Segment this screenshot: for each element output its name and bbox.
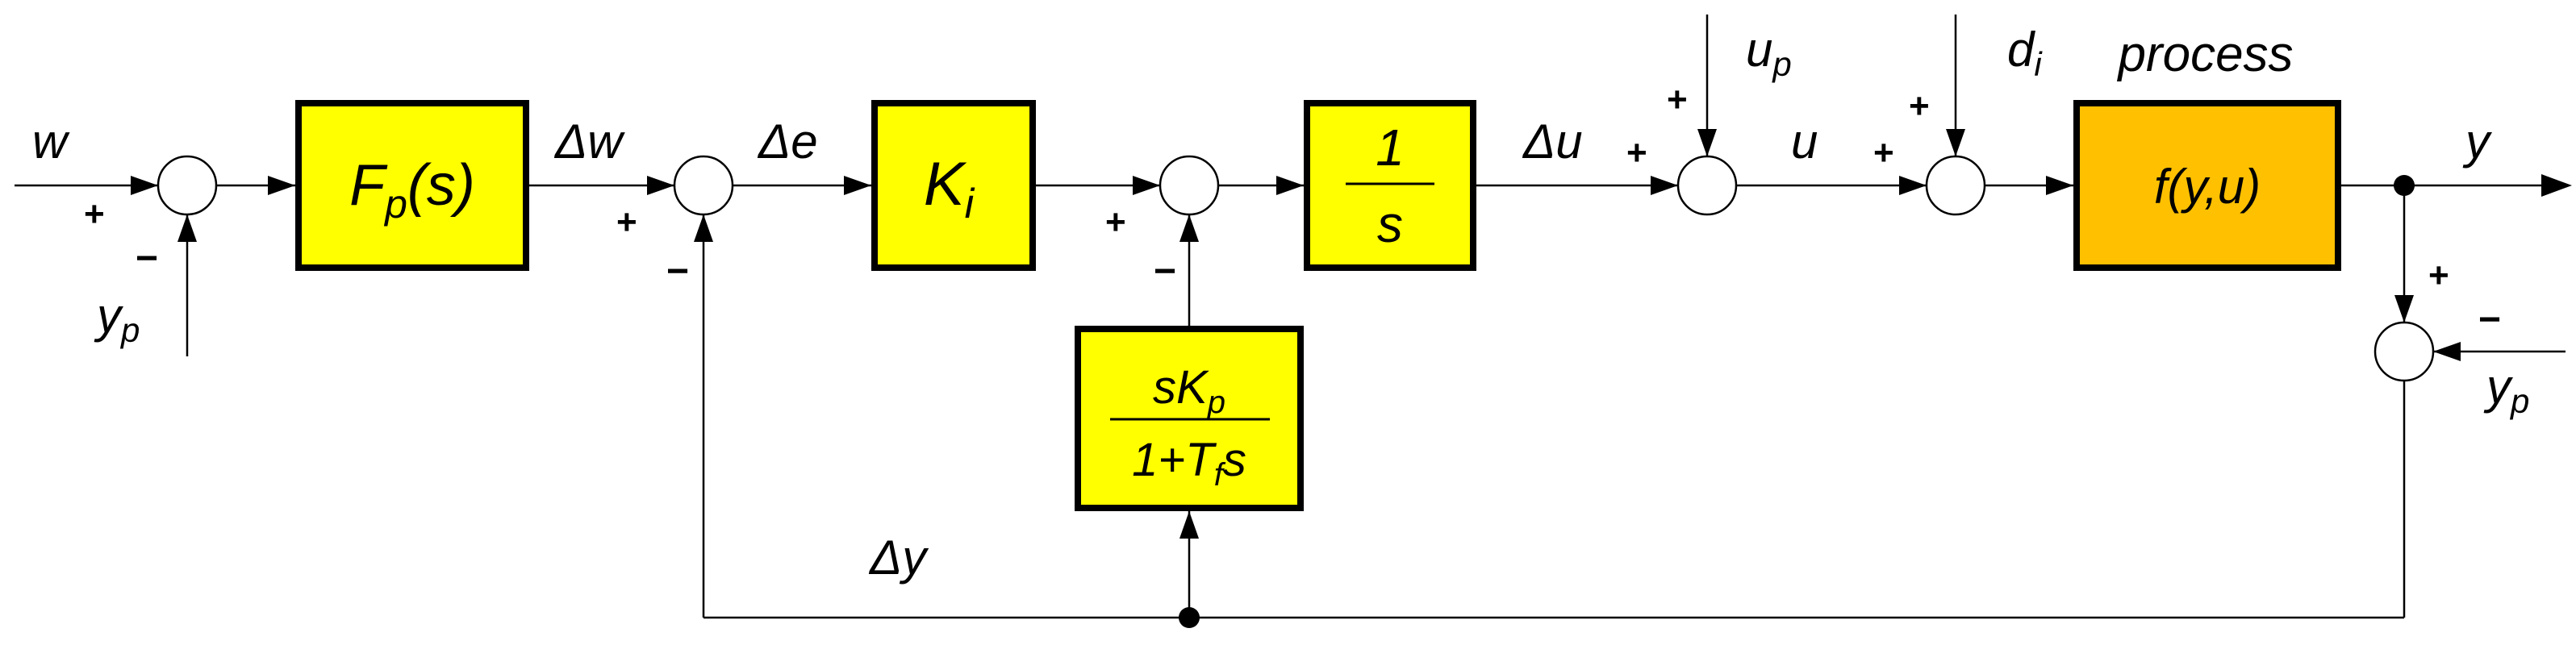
arrow-into-s2-bottom bbox=[694, 214, 713, 242]
derivative-num-sub: p bbox=[1207, 385, 1225, 420]
integral-gain-box bbox=[871, 100, 1036, 271]
arrow-into-s2-left bbox=[647, 176, 674, 195]
signal-label-u: u bbox=[1791, 114, 1818, 169]
svg-text:1+Tfs: 1+Tfs bbox=[1132, 434, 1246, 493]
arrow-into-s3-bottom bbox=[1179, 214, 1199, 242]
arrow-into-s4-top bbox=[1697, 129, 1717, 156]
process-box bbox=[2073, 100, 2341, 271]
arrow-into-s6-right bbox=[2433, 342, 2461, 361]
arrow-into-process bbox=[2046, 176, 2073, 195]
signal-label-up: up bbox=[1746, 23, 1792, 83]
summing-junction-setpoint bbox=[157, 155, 218, 216]
prefilter-sub: p bbox=[383, 181, 407, 227]
sign-s5-plus-left: + bbox=[1873, 133, 1894, 173]
arrow-into-s3-left bbox=[1133, 176, 1160, 195]
sign-s2-minus: − bbox=[666, 250, 689, 293]
prefilter-block: Fp(s) bbox=[295, 100, 529, 271]
sign-s3-plus: + bbox=[1105, 202, 1126, 242]
junction-dot-output bbox=[2394, 175, 2415, 196]
integral-gain-block: Ki bbox=[871, 100, 1036, 271]
arrow-into-s5-left bbox=[1899, 176, 1927, 195]
svg-text:sKp: sKp bbox=[1153, 361, 1225, 420]
prefilter-tail: (s) bbox=[407, 153, 475, 218]
integral-gain-sub: i bbox=[965, 181, 975, 227]
signal-label-delta-y: Δy bbox=[868, 531, 929, 585]
sign-s4-plus-left: + bbox=[1626, 133, 1647, 173]
arrow-into-ki bbox=[844, 176, 871, 195]
process-title: process bbox=[2116, 27, 2293, 82]
derivative-den-main: 1+T bbox=[1132, 434, 1217, 486]
yp-right-sub: p bbox=[2509, 382, 2529, 420]
arrow-into-s1-left bbox=[131, 176, 158, 195]
sign-s4-plus-top: + bbox=[1667, 80, 1688, 119]
integrator-block: 1 s bbox=[1304, 100, 1476, 271]
arrow-into-s1-bottom bbox=[177, 214, 197, 242]
sign-s1-plus: + bbox=[84, 194, 105, 234]
yp-right-main: y bbox=[2483, 360, 2514, 414]
summing-junction-output-offset bbox=[2374, 321, 2435, 382]
arrowheads bbox=[131, 129, 2572, 539]
di-sub: i bbox=[2034, 45, 2043, 83]
svg-text:Ki: Ki bbox=[924, 150, 975, 227]
sign-s6-plus: + bbox=[2428, 256, 2449, 295]
arrow-into-prefilter bbox=[268, 176, 295, 195]
arrow-into-integrator bbox=[1276, 176, 1304, 195]
signal-label-delta-w: Δw bbox=[553, 114, 625, 169]
signal-label-y: y bbox=[2462, 114, 2493, 169]
prefilter-main: F bbox=[349, 153, 388, 218]
sign-markers: + − + − + − + + + + + − bbox=[84, 80, 2501, 341]
sign-s6-minus: − bbox=[2478, 298, 2501, 341]
sign-s2-plus: + bbox=[616, 202, 637, 242]
signal-label-yp-right: yp bbox=[2483, 360, 2529, 420]
sign-s5-plus-top: + bbox=[1909, 86, 1930, 126]
arrow-into-s4-left bbox=[1651, 176, 1678, 195]
integrator-box bbox=[1304, 100, 1476, 271]
yp-left-sub: p bbox=[119, 311, 140, 349]
di-main: d bbox=[2007, 23, 2035, 77]
yp-left-main: y bbox=[94, 289, 124, 343]
signal-label-di: di bbox=[2007, 23, 2043, 83]
signal-label-yp-left: yp bbox=[94, 289, 140, 349]
integrator-numerator: 1 bbox=[1376, 119, 1405, 177]
summing-junction-control-offset bbox=[1676, 155, 1738, 216]
sign-s3-minus: − bbox=[1154, 250, 1176, 293]
summing-junction-error bbox=[673, 155, 734, 216]
derivative-den-tail: s bbox=[1223, 434, 1246, 486]
integrator-denominator: s bbox=[1377, 195, 1403, 253]
svg-text:Fp(s): Fp(s) bbox=[349, 153, 475, 227]
up-sub: p bbox=[1771, 45, 1791, 83]
derivative-block: sKp 1+Tfs bbox=[1075, 326, 1304, 511]
summing-junction-disturbance bbox=[1925, 155, 1986, 216]
derivative-num-main: sK bbox=[1153, 361, 1209, 414]
signal-label-w: w bbox=[32, 114, 70, 169]
prefilter-box bbox=[295, 100, 529, 271]
arrow-into-s6-top bbox=[2394, 295, 2414, 322]
arrow-into-s5-top bbox=[1946, 129, 1965, 156]
arrow-output-y bbox=[2541, 174, 2572, 197]
sign-s1-minus: − bbox=[136, 237, 158, 280]
integral-gain-main: K bbox=[924, 150, 967, 218]
junction-dot-feedback bbox=[1179, 607, 1200, 628]
process-function-label: f(y,u) bbox=[2154, 160, 2261, 214]
process-block: f(y,u) process bbox=[2073, 27, 2341, 271]
up-main: u bbox=[1746, 23, 1772, 77]
summing-junction-derivative bbox=[1159, 155, 1220, 216]
arrow-into-derivative bbox=[1179, 511, 1199, 539]
signal-label-delta-u: Δu bbox=[1522, 114, 1583, 169]
signal-label-delta-e: Δe bbox=[757, 114, 818, 169]
